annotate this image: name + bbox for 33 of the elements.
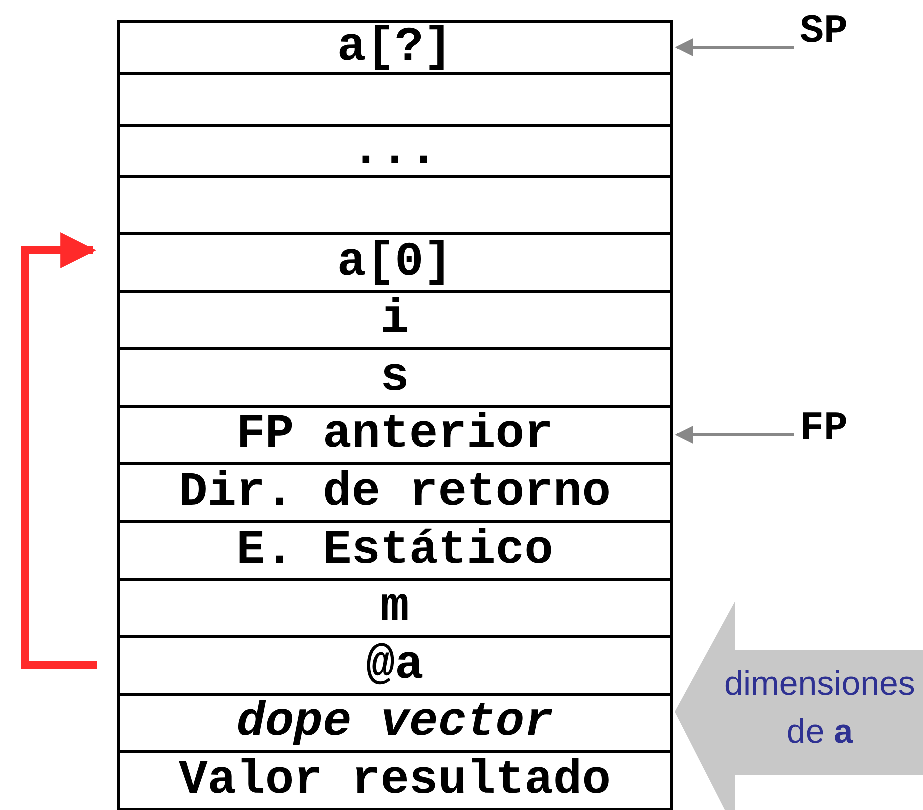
- stack-slot: [117, 175, 673, 235]
- stack-slot: [117, 290, 673, 350]
- stack-slot: [117, 635, 673, 696]
- stack-slot: [117, 20, 673, 75]
- arrow: [675, 426, 794, 444]
- slot-label: s: [380, 354, 410, 402]
- stack-slot: [117, 347, 673, 408]
- slot-label: dope vector: [236, 699, 554, 747]
- slot-label: Valor resultado: [178, 756, 612, 804]
- stack-slot: [117, 72, 673, 127]
- arrow: [675, 38, 794, 56]
- slot-label: ...: [352, 127, 438, 175]
- slot-label: a[?]: [337, 24, 453, 72]
- stack-slot: [117, 124, 673, 178]
- slot-label: FP anterior: [236, 411, 554, 459]
- slot-label: @a: [366, 642, 424, 690]
- slot-label: m: [380, 584, 410, 632]
- arrow: [21, 232, 97, 670]
- stack-slot: [117, 405, 673, 465]
- pointer-label: FP: [800, 410, 848, 450]
- slot-label: E. Estático: [236, 526, 554, 574]
- callout-text: dimensiones de a: [724, 664, 916, 753]
- stack-slot: [117, 232, 673, 293]
- callout-arrow: [675, 600, 923, 810]
- stack-slot: [117, 750, 673, 810]
- stack-slot: [117, 693, 673, 753]
- pointer-label: SP: [800, 13, 848, 53]
- stack-slot: [117, 462, 673, 523]
- stack-slot: [117, 520, 673, 581]
- slot-label: a[0]: [337, 238, 453, 286]
- stack-slot: [117, 578, 673, 638]
- slot-label: i: [380, 296, 410, 344]
- slot-label: Dir. de retorno: [178, 468, 612, 516]
